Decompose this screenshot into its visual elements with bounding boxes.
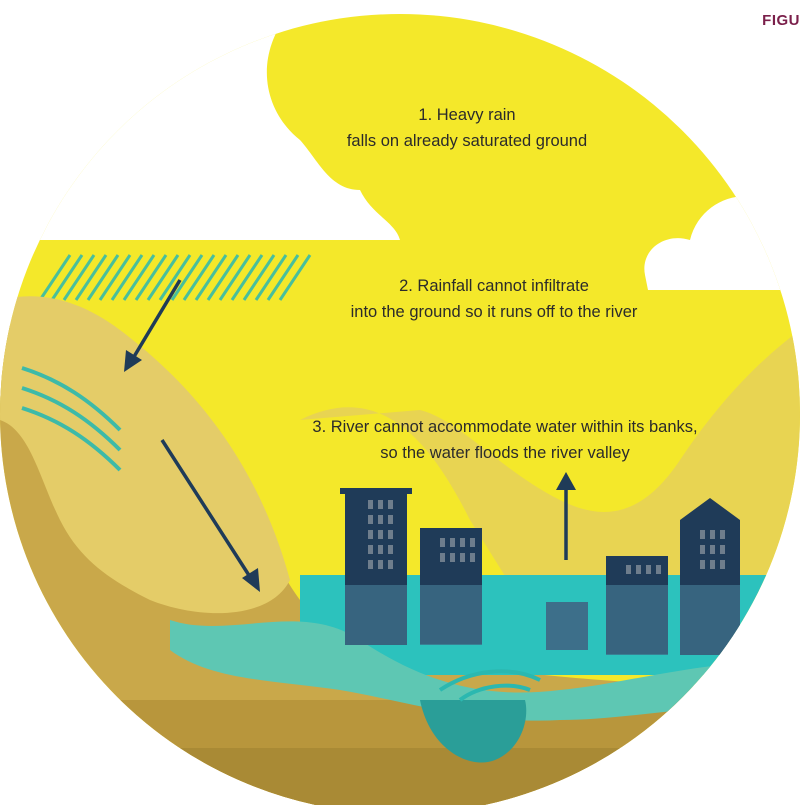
step-2-line-2: into the ground so it runs off to the ri… [351,303,638,321]
ground-strata-dark [0,748,800,805]
arrow-rain [124,279,182,372]
buildings [340,488,740,655]
step-1-line-1: 1. Heavy rain [418,106,515,124]
step-3-line-1: 3. River cannot accommodate water within… [312,418,697,436]
hillside [0,296,290,614]
runoff-streaks [21,366,122,472]
building-3 [546,602,588,650]
figure-label: FIGU [762,12,800,29]
step-2-line-1: 2. Rainfall cannot infiltrate [399,277,589,295]
arrow-runoff [160,439,260,592]
river-swirls [438,669,541,702]
river-pool [420,700,527,763]
river [170,620,800,721]
arrow-rise [556,472,576,560]
step-1-line-2: falls on already saturated ground [347,132,587,150]
distant-hills [300,330,800,600]
rain-streaks [38,254,312,301]
step-3-line-2: so the water floods the river valley [380,444,630,462]
